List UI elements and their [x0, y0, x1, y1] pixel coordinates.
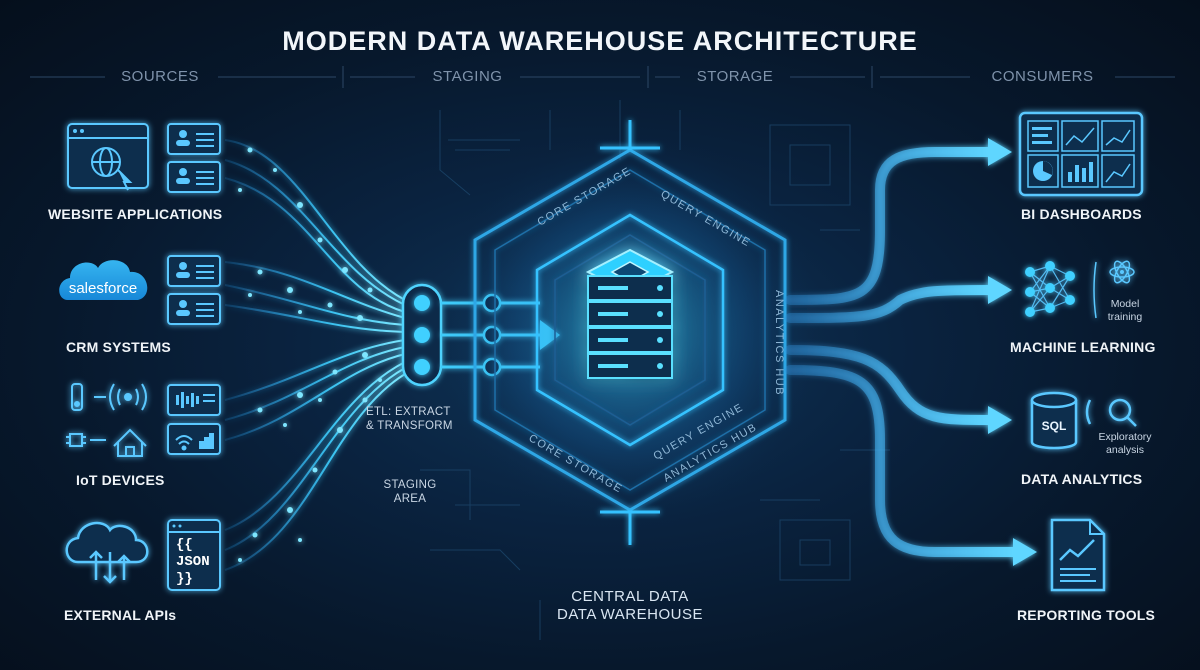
salesforce-cloud-icon: salesforce	[59, 260, 148, 300]
ml-note-line2: training	[1107, 311, 1143, 323]
profile-card-details	[176, 130, 215, 408]
column-header-consumers: CONSUMERS	[991, 68, 1094, 85]
wifi-signal-icon	[175, 433, 214, 451]
source-label-crm-systems: CRM SYSTEMS	[66, 339, 171, 355]
consumer-label-reporting-tools: REPORTING TOOLS	[1017, 607, 1156, 623]
core-connectors	[600, 120, 660, 545]
consumer-label-bi-dashboards: BI DASHBOARDS	[1021, 206, 1142, 222]
ml-note-line1: Model	[1110, 298, 1140, 310]
source-label-iot-devices: IoT DEVICES	[76, 472, 165, 488]
column-divider-lines	[30, 66, 1175, 88]
cloud-upload-icon	[65, 521, 149, 584]
core-caption: CENTRAL DATA DATA WAREHOUSE	[530, 588, 730, 624]
core-caption-line1: CENTRAL DATA	[571, 588, 689, 605]
ml-note: Model training	[1095, 298, 1155, 324]
column-header-sources: SOURCES	[121, 68, 199, 85]
browser-globe-icon	[67, 123, 149, 191]
source-label-website-applications: WEBSITE APPLICATIONS	[48, 206, 223, 222]
outbound-flows	[785, 147, 1020, 557]
consumer-label-data-analytics: DATA ANALYTICS	[1021, 471, 1143, 487]
salesforce-logo-text: salesforce	[69, 280, 137, 297]
etl-label-line2: & TRANSFORM	[366, 420, 453, 432]
core-caption-line2: DATA WAREHOUSE	[557, 606, 703, 623]
sql-badge-text: SQL	[1042, 419, 1067, 433]
json-api-icon: {{ JSON }}	[167, 519, 221, 591]
analytics-note: Exploratory analysis	[1085, 431, 1165, 457]
analytics-note-line1: Exploratory	[1098, 431, 1152, 443]
iot-home-icon	[66, 383, 147, 457]
dashboard-charts-icon	[1018, 111, 1144, 197]
core-hexagon	[473, 148, 787, 512]
json-label: JSON	[176, 554, 210, 570]
page-title: MODERN DATA WAREHOUSE ARCHITECTURE	[282, 26, 918, 56]
json-brace-close: }}	[176, 571, 193, 587]
consumer-label-machine-learning: MACHINE LEARNING	[1010, 339, 1156, 355]
etl-label: ETL: EXTRACT & TRANSFORM	[366, 405, 466, 433]
analytics-note-line2: analysis	[1106, 444, 1144, 456]
column-header-staging: STAGING	[432, 68, 503, 85]
report-document-icon	[1050, 518, 1106, 592]
json-brace-open: {{	[176, 537, 193, 553]
circuit-traces	[420, 100, 890, 640]
column-header-storage: STORAGE	[696, 68, 774, 85]
server-stack-icon	[585, 248, 675, 379]
ring-label-analytics-hub-right: ANALYTICS HUB	[773, 290, 785, 396]
data-particles	[238, 147, 382, 562]
neural-network-icon	[1025, 260, 1135, 319]
staging-area-label: STAGING AREA	[370, 478, 450, 506]
staging-area-line1: STAGING	[383, 479, 437, 491]
source-label-external-apis: EXTERNAL APIs	[64, 607, 177, 623]
etl-label-line1: ETL: EXTRACT	[366, 406, 451, 418]
staging-area-line2: AREA	[393, 493, 427, 505]
outbound-arrowheads	[988, 138, 1037, 566]
sql-database-icon: SQL	[1030, 391, 1137, 450]
